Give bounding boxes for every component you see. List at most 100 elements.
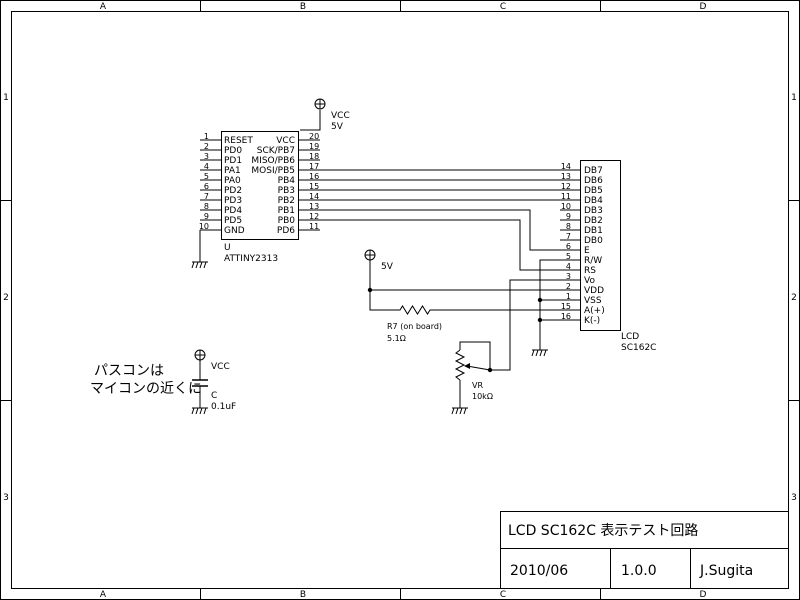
mcu-pin-number: 2 xyxy=(204,142,209,151)
lcd-pin-name: R/W xyxy=(584,256,602,266)
mcu-pin-name: PD1 xyxy=(224,156,242,166)
lcd-pin-number: 6 xyxy=(566,242,571,251)
vr-ref: VR xyxy=(472,381,483,390)
wire-vr-top xyxy=(459,341,491,370)
mcu-pin-name: MOSI/PB5 xyxy=(251,166,295,176)
col-label-bottom-c: C xyxy=(500,590,506,600)
mcu-pin-number: 3 xyxy=(204,152,209,161)
junction-dot xyxy=(367,287,373,293)
col-label-top-a: A xyxy=(100,2,107,12)
mcu-pin-name: PD4 xyxy=(224,206,242,216)
mcu-pin-name: PB0 xyxy=(278,216,296,226)
lcd-pin-number: 11 xyxy=(561,192,571,201)
vr-value: 10kΩ xyxy=(472,392,493,401)
lcd-supply-label: 5V xyxy=(381,262,394,272)
row-label-right-1: 1 xyxy=(791,93,797,103)
note-line-1: パスコンは xyxy=(94,363,164,379)
mcu-pin-number: 4 xyxy=(204,162,209,171)
lcd-pin-number: 13 xyxy=(561,172,571,181)
row-label-left-2: 2 xyxy=(3,293,9,303)
row-label-left-1: 1 xyxy=(3,93,9,103)
supply-5v-symbol xyxy=(364,249,376,261)
capacitor-ref: C xyxy=(211,391,217,401)
mcu-pin-number: 7 xyxy=(204,192,209,201)
frame-labels: A B C D A B C D 1 2 3 1 2 3 xyxy=(3,2,797,600)
lcd-pin-number: 3 xyxy=(566,272,571,281)
lcd-pin-number: 10 xyxy=(561,202,571,211)
mcu-pin-name: PB4 xyxy=(278,176,296,186)
lcd-pin-name: DB0 xyxy=(584,236,603,246)
title-block-version: 1.0.0 xyxy=(621,563,657,579)
mcu-pin-number: 19 xyxy=(309,142,319,151)
lcd-pin-name: DB4 xyxy=(584,196,603,206)
mcu-pin-name: PB1 xyxy=(278,206,295,216)
wire-vo-vr xyxy=(490,279,560,371)
mcu-pin-number: 15 xyxy=(309,182,319,191)
cap-vcc-label: VCC xyxy=(211,362,230,372)
title-block-title: LCD SC162C 表示テスト回路 xyxy=(508,523,698,539)
mcu-pin-number: 8 xyxy=(204,202,209,211)
mcu-pin-name: SCK/PB7 xyxy=(257,146,295,156)
wires xyxy=(199,110,560,408)
mcu-pin-number: 17 xyxy=(309,162,319,171)
lcd-pin-name: Vo xyxy=(584,276,595,286)
junctions xyxy=(367,287,543,373)
vr-wiper-arrow xyxy=(464,363,470,369)
lcd-pin-name: K(-) xyxy=(584,316,600,326)
mcu-pin-name: PA0 xyxy=(224,176,241,186)
lcd-pin-name: E xyxy=(584,246,590,256)
mcu-body xyxy=(221,131,299,240)
lcd-pin-number: 9 xyxy=(566,212,571,221)
lcd-pin-name: DB3 xyxy=(584,206,603,216)
col-label-top-d: D xyxy=(700,2,707,12)
lcd-pin-number: 14 xyxy=(561,162,571,171)
col-label-top-b: B xyxy=(300,2,306,12)
resistor-r7: R7 (on board) 5.1Ω xyxy=(387,305,442,343)
lcd-pin-name: RS xyxy=(584,266,596,276)
mcu-vcc-value: 5V xyxy=(331,122,344,132)
title-block-author: J.Sugita xyxy=(699,563,753,579)
vcc-symbol-cap xyxy=(194,349,206,361)
row-label-right-2: 2 xyxy=(791,293,797,303)
lcd-pin-number: 16 xyxy=(561,312,571,321)
junction-dot xyxy=(537,317,543,323)
row-label-right-3: 3 xyxy=(791,493,797,503)
mcu-pin-name: GND xyxy=(224,226,245,236)
col-label-top-c: C xyxy=(500,2,506,12)
mcu-pin-number: 20 xyxy=(309,132,319,141)
lcd-pin-name: VDD xyxy=(584,286,604,296)
wire-pd6-rs xyxy=(320,219,560,271)
lcd-ref: LCD xyxy=(621,332,639,342)
wire-5v-node xyxy=(369,260,395,311)
mcu-pin-name: PD0 xyxy=(224,146,242,156)
title-block xyxy=(500,511,789,589)
ground-symbol-cap xyxy=(191,407,208,415)
mcu-pin-number: 10 xyxy=(199,222,209,231)
lcd-pin-name: DB5 xyxy=(584,186,603,196)
mcu-pin-name: PD2 xyxy=(224,186,242,196)
lcd-part: SC162C xyxy=(621,343,656,353)
lcd-pin-name: DB1 xyxy=(584,226,603,236)
resistor-value: 5.1Ω xyxy=(387,334,406,343)
mcu-pin-name: VCC xyxy=(276,136,295,146)
resistor-zigzag xyxy=(395,305,435,315)
note-line-2: マイコンの近くに xyxy=(90,381,202,397)
mcu-pin-number: 6 xyxy=(204,182,209,191)
lcd-pin-number: 5 xyxy=(566,252,571,261)
mcu-pin-name: MISO/PB6 xyxy=(251,156,295,166)
mcu-ref: U xyxy=(224,243,231,253)
lcd-pin-name: A(+) xyxy=(584,306,605,316)
lcd-pin-number: 7 xyxy=(566,232,571,241)
mcu-pin-number: 16 xyxy=(309,172,319,181)
lcd-pin-name: DB6 xyxy=(584,176,603,186)
title-block-date: 2010/06 xyxy=(510,563,568,579)
mcu-pin-number: 11 xyxy=(309,222,319,231)
mcu-pin-name: PB2 xyxy=(278,196,295,206)
mcu-pin-number: 5 xyxy=(204,172,209,181)
lcd-pin-name: VSS xyxy=(584,296,602,306)
